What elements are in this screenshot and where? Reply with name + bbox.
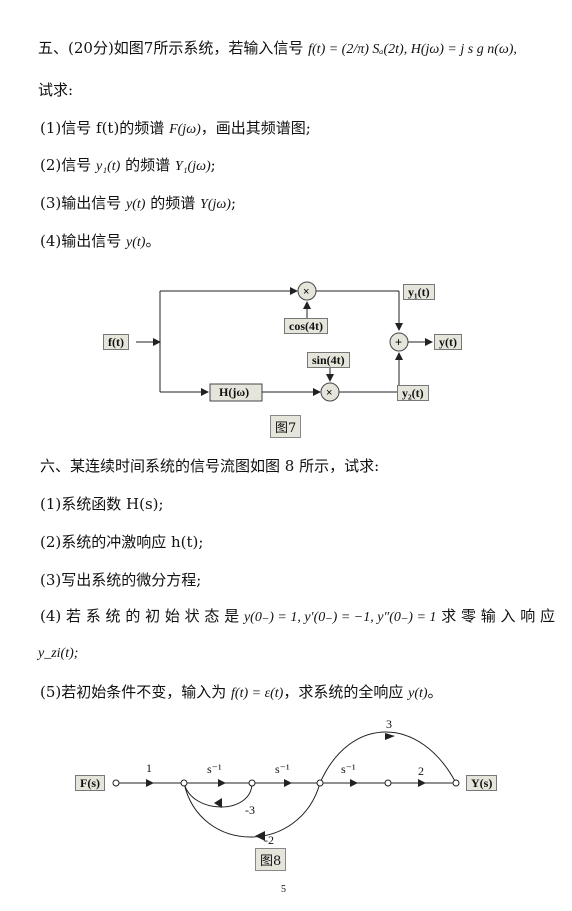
- fig7-bottom-multiply-sign: ×: [326, 387, 332, 399]
- q5-item-2-suffix: ;: [210, 156, 216, 174]
- q5-header: 五、(20分)如图7所示系统，若输入信号 f(t) = (2/π) Sₐ(2t)…: [38, 38, 517, 60]
- q5-header-math: f(t) = (2/π) Sₐ(2t), H(jω) = j s g n(ω),: [308, 42, 517, 57]
- fig7-filter-label: H(jω): [219, 385, 250, 399]
- fig8-node-1: [180, 779, 188, 787]
- q5-item-3-suffix: ;: [230, 194, 236, 212]
- q5-item-2-math: y₁(t): [96, 159, 121, 174]
- fig8-feedback-2-label: -2: [264, 833, 274, 847]
- q6-item-5-suffix: 。: [427, 683, 443, 701]
- q5-item-2: (2)信号 y₁(t) 的频谱 Y₁(jω);: [40, 155, 216, 177]
- q6-item-5-math2: y(t): [408, 686, 428, 701]
- fig8-feedback-3: [183, 782, 253, 808]
- fig8-feedback-3-label: -3: [245, 803, 255, 817]
- fig8-gain3-label: 3: [386, 717, 392, 731]
- q6-item-5-math: f(t) = ε(t): [231, 686, 284, 701]
- fig7-y2-label: y₂(t): [397, 385, 429, 401]
- fig8-s2-label: s⁻¹: [275, 762, 290, 776]
- q5-item-3-math: y(t): [126, 197, 146, 212]
- q5-header-cont: 试求:: [38, 81, 74, 99]
- q5-item-3: (3)输出信号 y(t) 的频谱 Y(jω);: [40, 193, 236, 215]
- fig7-adder: [389, 332, 409, 352]
- fig7-bottom-multiplier: [320, 382, 340, 402]
- q6-item-4: (4) 若 系 统 的 初 始 状 态 是 y(0₋) = 1, y′(0₋) …: [40, 606, 555, 628]
- q6-item-5: (5)若初始条件不变，输入为 f(t) = ε(t)，求系统的全响应 y(t)。: [40, 682, 443, 704]
- q6-header: 六、某连续时间系统的信号流图如图 8 所示，试求:: [40, 457, 380, 475]
- q6-item-4-math: y(0₋) = 1, y′(0₋) = −1, y″(0₋) = 1: [243, 610, 437, 625]
- fig7-cos-label: cos(4t): [284, 318, 328, 334]
- fig8-feedback-3-arrow: [214, 798, 222, 808]
- q6-item-2: (2)系统的冲激响应 h(t);: [40, 533, 204, 551]
- q5-item-2-mid: 的频谱: [125, 156, 171, 174]
- fig8-caption: 图8: [255, 848, 287, 871]
- q5-item-3-mid: 的频谱: [150, 194, 196, 212]
- q6-item-3: (3)写出系统的微分方程;: [40, 571, 202, 589]
- fig7-top-multiplier: [297, 281, 317, 301]
- q6-item-4-prefix: (4) 若 系 统 的 初 始 状 态 是: [40, 607, 240, 625]
- fig7-y1-label: y₁(t): [403, 284, 435, 300]
- fig8-s3-label: s⁻¹: [341, 762, 356, 776]
- fig8-node-input: [112, 779, 120, 787]
- q6-item-5-prefix: (5)若初始条件不变，输入为: [40, 683, 227, 701]
- q5-header-prefix: 五、(20分)如图7所示系统，若输入信号: [38, 39, 304, 57]
- fig8-s1-label: s⁻¹: [207, 762, 222, 776]
- page-number: 5: [281, 884, 286, 895]
- fig7-add-sign: +: [395, 335, 402, 349]
- q5-item-4-suffix: 。: [145, 232, 161, 250]
- fig8-gain1-label: 1: [146, 761, 152, 775]
- q6-item-1: (1)系统函数 H(s);: [40, 495, 164, 513]
- fig8-output-label: Y(s): [466, 775, 498, 791]
- q5-item-2-text: (2)信号: [40, 156, 92, 174]
- q5-item-3-math2: Y(jω): [200, 197, 231, 212]
- q5-item-1-math: F(jω): [169, 122, 201, 137]
- q5-item-4: (4)输出信号 y(t)。: [40, 231, 160, 253]
- q5-item-2-math2: Y₁(jω): [174, 159, 211, 174]
- fig8-node-2: [248, 779, 256, 787]
- q6-item-5-mid: ，求系统的全响应: [283, 683, 404, 701]
- fig8-node-4: [384, 779, 392, 787]
- fig7-top-multiply-sign: ×: [303, 286, 309, 298]
- fig8-feedforward-arrow: [385, 733, 395, 740]
- q5-item-3-text: (3)输出信号: [40, 194, 122, 212]
- q6-item-4-suffix: 求 零 输 入 响 应: [441, 607, 556, 625]
- fig8-node-output: [452, 779, 460, 787]
- q6-item-4-cont: y_zi(t);: [38, 646, 79, 661]
- fig7-input-label: f(t): [103, 334, 129, 350]
- q5-item-4-math: y(t): [126, 235, 146, 250]
- q5-item-4-text: (4)输出信号: [40, 232, 122, 250]
- q5-item-1-text: (1)信号 f(t)的频谱: [40, 119, 165, 137]
- fig7-caption: 图7: [270, 415, 302, 438]
- fig7-sin-label: sin(4t): [307, 352, 350, 368]
- fig7-output-label: y(t): [434, 334, 462, 350]
- q5-item-1-suffix: ，画出其频谱图;: [200, 119, 311, 137]
- fig8-node-3: [316, 779, 324, 787]
- q5-item-1: (1)信号 f(t)的频谱 F(jω)，画出其频谱图;: [40, 118, 311, 140]
- fig8-input-label: F(s): [75, 775, 105, 791]
- fig8-gain2-label: 2: [418, 764, 424, 778]
